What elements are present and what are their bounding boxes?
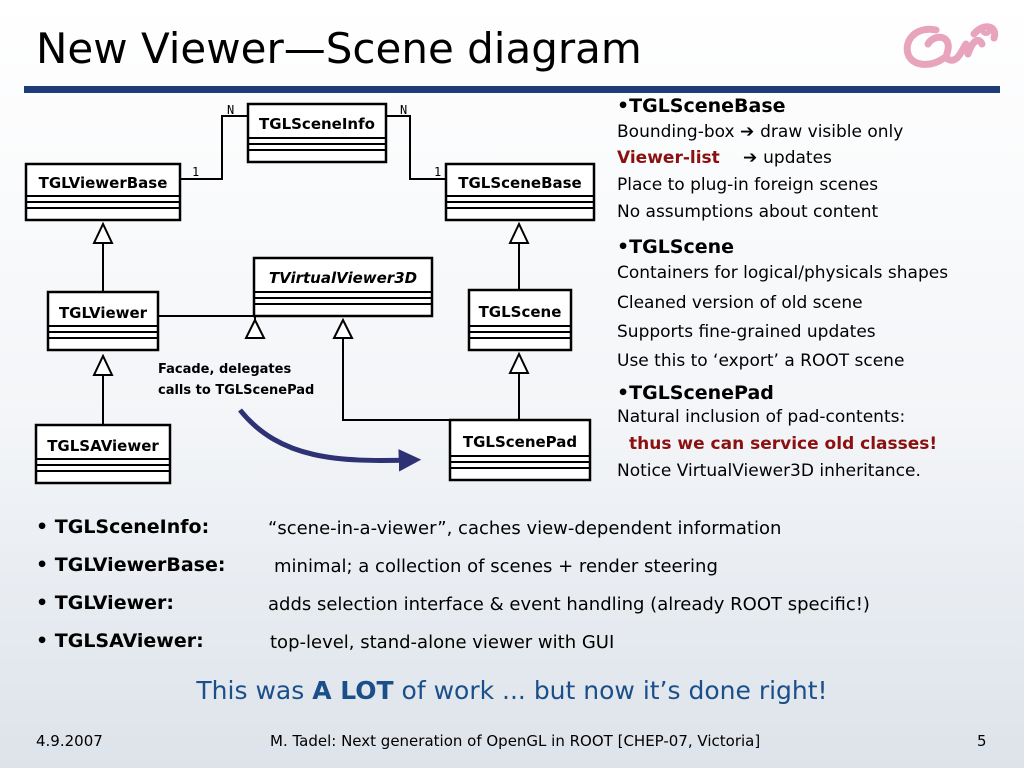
- class-box-tglscene: [467, 288, 573, 352]
- right-arrow-icon: ➔: [725, 148, 764, 168]
- scene-heading: •TGLScene: [617, 236, 735, 258]
- inherit-triangle: [508, 221, 530, 244]
- facade-note-line1: Facade, delegates: [158, 362, 291, 377]
- class-name-tglviewer: TGLViewer: [59, 304, 148, 322]
- slide-title: New Viewer—Scene diagram: [36, 24, 642, 73]
- right-arrow-icon: ➔: [739, 122, 761, 142]
- class-name-tglviewerbase: TGLViewerBase: [39, 174, 168, 192]
- scenebase-line-1-b: draw visible only: [760, 122, 904, 142]
- class-name-tglsaviewer: TGLSAViewer: [47, 437, 159, 455]
- class-name-tglscenepad: TGLScenePad: [463, 433, 577, 451]
- class-name-tglscene: TGLScene: [479, 303, 562, 321]
- scenepad-line-2-highlight: thus we can service old classes!: [629, 434, 938, 454]
- bullet-desc: minimal; a collection of scenes + render…: [274, 556, 718, 577]
- class-notes-panel: •TGLSceneBase Bounding-box ➔ draw visibl…: [617, 96, 1017, 481]
- list-item: • TGLSAViewer: top-level, stand-alone vi…: [36, 630, 996, 668]
- scenepad-line-1: Natural inclusion of pad-contents:: [617, 407, 906, 427]
- association-sceneinfo-scenebase: [386, 115, 446, 180]
- multiplicity-n-right: N: [400, 103, 407, 117]
- tagline-bold: A LOT: [312, 676, 394, 705]
- tagline: This was A LOT of work ... but now it’s …: [0, 676, 1024, 705]
- inherit-triangle: [92, 221, 114, 244]
- viewer-list-highlight: Viewer-list: [617, 148, 720, 168]
- scene-line-4: Use this to ‘export’ a ROOT scene: [617, 351, 905, 371]
- scenebase-line-3: Place to plug-in foreign scenes: [617, 175, 879, 195]
- inherit-scenepad-virtualviewer: [342, 337, 450, 421]
- multiplicity-one-right: 1: [434, 165, 441, 179]
- scenebase-line-1-a: Bounding-box: [617, 122, 735, 142]
- scenepad-line-3: Notice VirtualViewer3D inheritance.: [617, 461, 921, 481]
- class-summary-list: • TGLSceneInfo: “scene-in-a-viewer”, cac…: [36, 516, 996, 668]
- class-box-tglsceneinfo: [246, 102, 388, 164]
- footer-date: 4.9.2007: [36, 732, 103, 750]
- delegate-arrow: [238, 408, 422, 472]
- inherit-triangle: [332, 317, 354, 339]
- association-viewer-sceneinfo: [180, 115, 248, 180]
- multiplicity-one-left: 1: [192, 165, 199, 179]
- class-box-tglviewer: [46, 290, 160, 352]
- inherit-triangle: [244, 317, 266, 339]
- bullet-desc: top-level, stand-alone viewer with GUI: [270, 632, 615, 653]
- class-box-tglscenepad: [448, 418, 592, 482]
- scenepad-heading: •TGLScenePad: [617, 382, 774, 404]
- logo-icon: [903, 23, 999, 68]
- title-rule: [24, 86, 1000, 93]
- class-box-tglsaviewer: [34, 423, 172, 485]
- inherit-viewer-virtualviewer: [158, 315, 256, 337]
- class-box-tvirtualviewer3d: [252, 256, 434, 318]
- multiplicity-n-left: N: [227, 103, 234, 117]
- list-item: • TGLViewer: adds selection interface & …: [36, 592, 996, 630]
- page-number: 5: [977, 732, 987, 750]
- tagline-post: of work ... but now it’s done right!: [393, 676, 828, 705]
- class-box-tglviewerbase: [24, 162, 182, 222]
- scenebase-line-2: Viewer-list ➔ updates: [617, 148, 1017, 168]
- class-name-tglsceneinfo: TGLSceneInfo: [259, 115, 375, 133]
- bullet-term: • TGLSceneInfo:: [36, 516, 210, 538]
- tagline-pre: This was: [196, 676, 313, 705]
- scenebase-line-1: Bounding-box ➔ draw visible only: [617, 122, 1017, 142]
- scene-line-1: Containers for logical/physicals shapes: [617, 263, 949, 283]
- bullet-term: • TGLSAViewer:: [36, 630, 204, 652]
- inherit-triangle: [92, 353, 114, 376]
- list-item: • TGLViewerBase: minimal; a collection o…: [36, 554, 996, 592]
- scenebase-line-2-b: updates: [763, 148, 832, 168]
- scenebase-heading: •TGLSceneBase: [617, 95, 786, 117]
- class-name-tvirtualviewer3d: TVirtualViewer3D: [269, 269, 417, 287]
- bullet-term: • TGLViewer:: [36, 592, 174, 614]
- class-name-tglscenebase: TGLSceneBase: [458, 174, 581, 192]
- class-box-tglscenebase: [444, 162, 596, 222]
- list-item: • TGLSceneInfo: “scene-in-a-viewer”, cac…: [36, 516, 996, 554]
- facade-note-line2: calls to TGLScenePad: [158, 383, 314, 398]
- bullet-term: • TGLViewerBase:: [36, 554, 226, 576]
- scene-line-2: Cleaned version of old scene: [617, 293, 863, 313]
- inherit-triangle: [508, 351, 530, 374]
- bullet-desc: adds selection interface & event handlin…: [268, 594, 870, 615]
- footer-title: M. Tadel: Next generation of OpenGL in R…: [270, 732, 761, 750]
- scenebase-line-4: No assumptions about content: [617, 202, 879, 222]
- bullet-desc: “scene-in-a-viewer”, caches view-depende…: [268, 518, 782, 539]
- scene-line-3: Supports fine-grained updates: [617, 322, 876, 342]
